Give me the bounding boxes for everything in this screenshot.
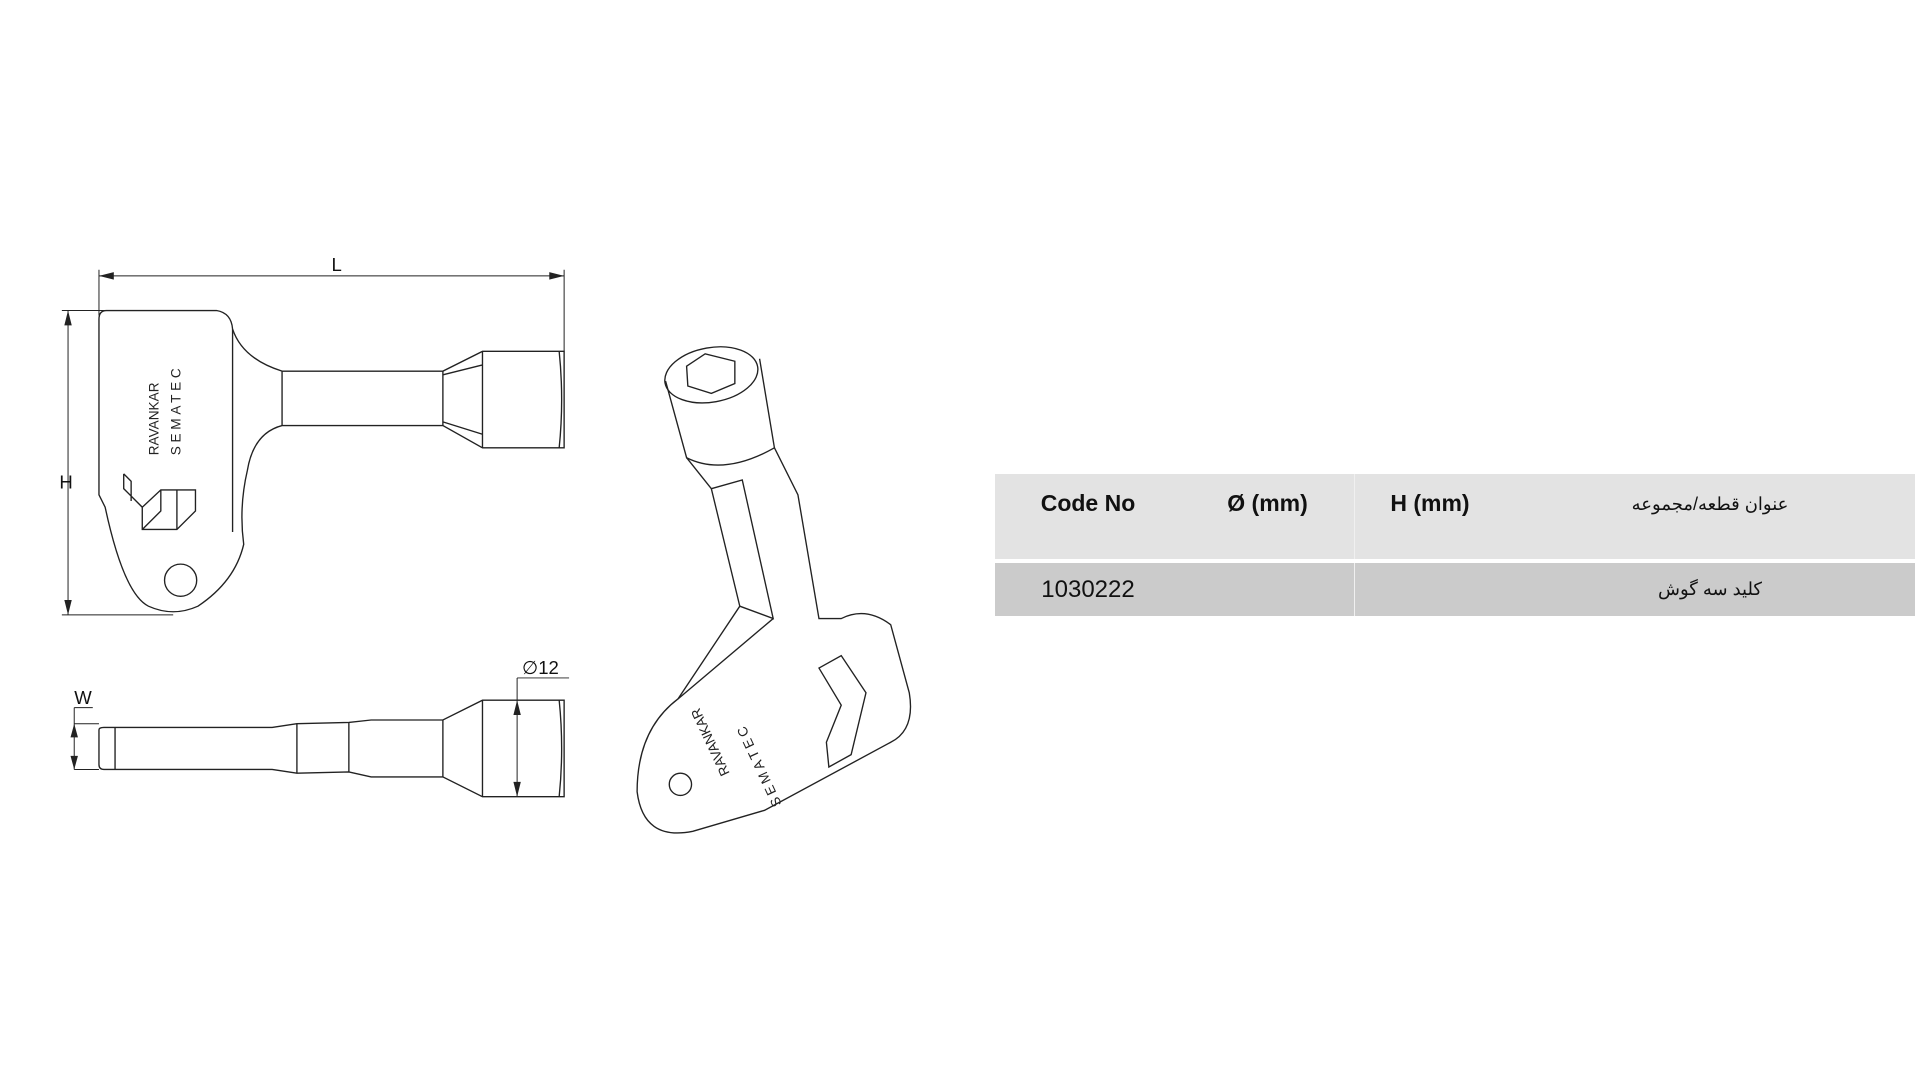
header-height: H (mm) <box>1390 490 1470 516</box>
logo-mark: RAVANKAR SEMATEC <box>123 365 197 531</box>
dimension-l-label: L <box>332 254 342 275</box>
dimension-w-label: W <box>74 687 92 708</box>
cell-diameter <box>1181 563 1355 616</box>
front-view: RAVANKAR SEMATEC L H <box>59 254 565 616</box>
isometric-view: RAVANKAR SEMATEC <box>636 346 912 834</box>
iso-logo-sub: SEMATEC <box>733 721 785 810</box>
table-row: 1030222 کلید سه گوش <box>995 563 1915 616</box>
dimension-diameter-label: ∅12 <box>522 657 559 678</box>
header-code: Code No <box>1040 490 1136 516</box>
header-title: عنوان قطعه/مجموعه <box>1631 494 1789 514</box>
cell-title: کلید سه گوش <box>1658 579 1762 599</box>
logo-sub: SEMATEC <box>169 365 184 456</box>
iso-logo-brand: RAVANKAR <box>688 706 732 778</box>
header-diameter: Ø (mm) <box>1181 474 1355 559</box>
cell-height <box>1355 563 1505 616</box>
side-view: W ∅12 <box>70 657 570 798</box>
spec-table: Code No Ø (mm) H (mm) عنوان قطعه/مجموعه … <box>995 474 1915 616</box>
dimension-h-label: H <box>59 472 72 493</box>
logo-brand: RAVANKAR <box>146 382 161 455</box>
table-header: Code No Ø (mm) H (mm) عنوان قطعه/مجموعه <box>995 474 1915 563</box>
cell-code: 1030222 <box>1041 575 1135 603</box>
